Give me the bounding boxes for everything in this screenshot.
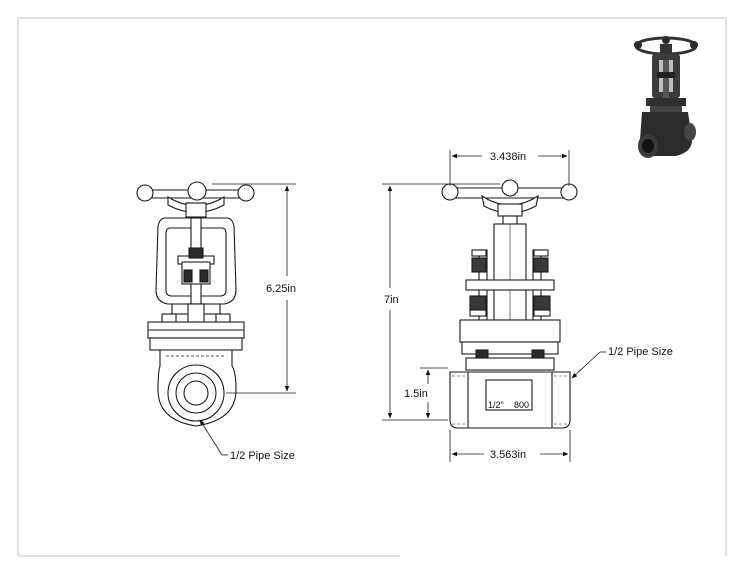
body-marking-size: 1/2": [488, 400, 504, 410]
dimension-width-body: [449, 430, 571, 462]
dimension-width-body-label: 3.563in: [490, 449, 526, 461]
dimension-height-left-label: 6.25in: [266, 283, 296, 295]
pipe-size-label-right: 1/2 Pipe Size: [608, 346, 673, 358]
pipe-size-leader-left: [199, 419, 228, 456]
gate-valve-3d-render-icon: [634, 36, 698, 158]
valve-side-view: [136, 181, 255, 427]
dimension-height-right: [382, 183, 500, 421]
pipe-size-leader-right: [571, 351, 606, 379]
dimension-center-height: [420, 367, 448, 419]
valve-front-view: [441, 179, 578, 429]
pipe-size-label-left: 1/2 Pipe Size: [230, 450, 295, 462]
body-marking-class: 800: [514, 400, 529, 410]
sheet-border: [17, 17, 727, 557]
dimension-width-top: [449, 150, 570, 186]
dimension-height-right-label: 7in: [384, 294, 399, 306]
dimension-center-height-label: 1.5in: [404, 388, 428, 400]
dimension-width-top-label: 3.438in: [490, 151, 526, 163]
dimension-height-left: [212, 183, 296, 394]
